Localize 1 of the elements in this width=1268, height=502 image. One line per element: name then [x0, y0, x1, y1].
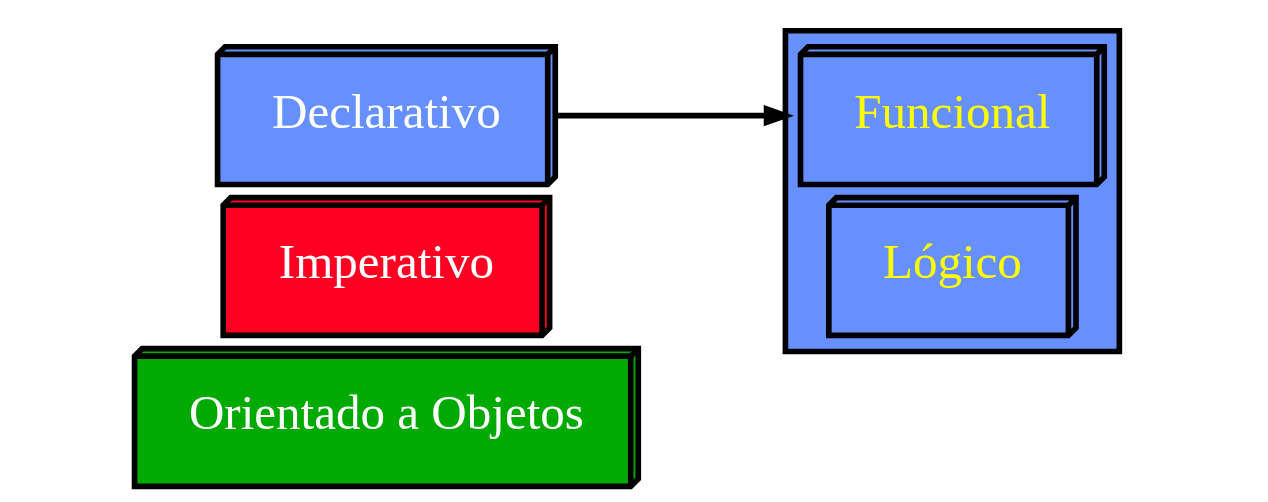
cluster: [782, 27, 1122, 355]
